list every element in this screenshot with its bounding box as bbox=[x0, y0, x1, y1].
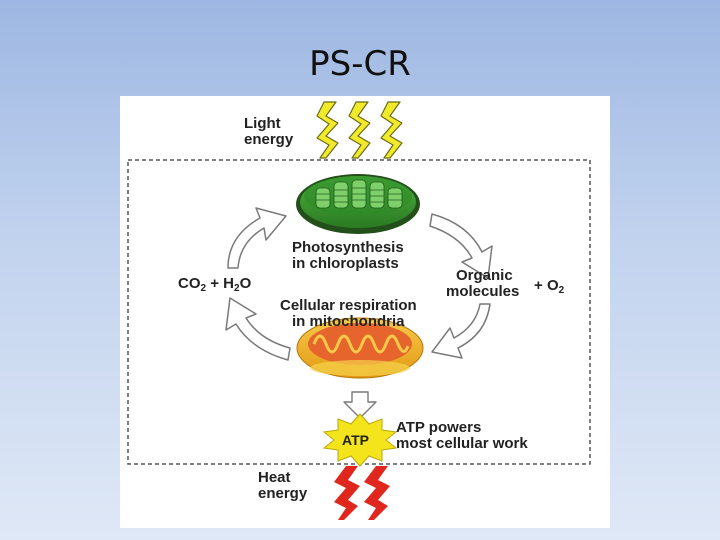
heat-energy-bolts bbox=[334, 466, 390, 520]
photosynthesis-label: Photosynthesis in chloroplasts bbox=[292, 239, 404, 272]
cycle-arrow-icon bbox=[431, 303, 491, 359]
light-bolt-icon bbox=[380, 101, 403, 159]
mitochondrion-illustration bbox=[296, 317, 424, 379]
light-energy-bolts bbox=[316, 101, 403, 159]
down-arrow-icon bbox=[343, 391, 377, 419]
light-energy-label: Light energy bbox=[244, 115, 294, 148]
o2-label: + O2 bbox=[534, 277, 565, 297]
atp-badge-label: ATP bbox=[342, 432, 369, 448]
cycle-arrows bbox=[225, 207, 493, 361]
light-bolt-icon bbox=[316, 101, 339, 159]
atp-starburst-icon bbox=[322, 413, 398, 467]
heat-bolt-icon bbox=[364, 466, 390, 520]
co2-h2o-label: CO2 + H2O bbox=[178, 275, 252, 295]
heat-bolt-icon bbox=[334, 466, 360, 520]
cycle-arrow-icon bbox=[225, 297, 291, 361]
photosynthesis-respiration-diagram: Light energy Photosynthesis in chloropla… bbox=[120, 96, 610, 528]
chloroplast-illustration bbox=[296, 174, 420, 234]
light-bolt-icon bbox=[348, 101, 371, 159]
cellular-respiration-label: Cellular respiration in mitochondria bbox=[280, 297, 417, 330]
cycle-arrow-icon bbox=[429, 213, 493, 279]
atp-powers-label: ATP powers most cellular work bbox=[396, 419, 528, 452]
slide-title: PS-CR bbox=[309, 44, 411, 84]
cycle-arrow-icon bbox=[227, 207, 287, 269]
diagram-graphics bbox=[127, 101, 591, 520]
organic-molecules-label: Organic molecules bbox=[446, 267, 520, 300]
heat-energy-label: Heat energy bbox=[258, 469, 308, 502]
